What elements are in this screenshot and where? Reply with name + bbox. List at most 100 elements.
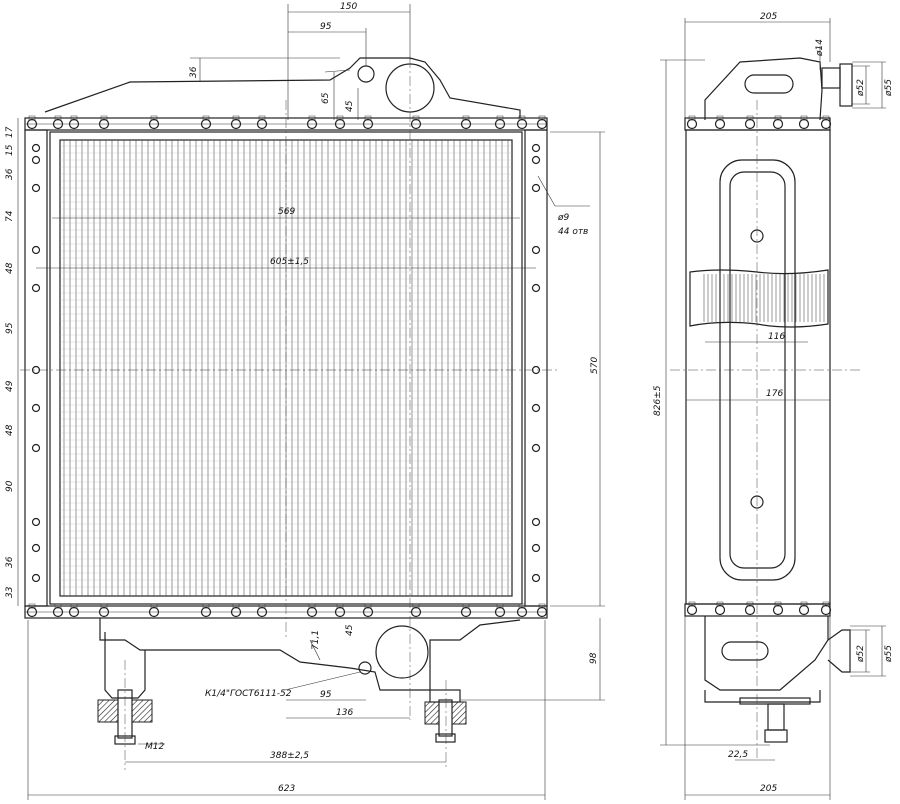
dim-65: 65: [321, 92, 331, 104]
right-stud: [438, 699, 453, 737]
dim-side-116: 116: [768, 332, 785, 342]
side-hole: [531, 143, 541, 153]
side-hole: [31, 155, 41, 165]
dim-left-48b: 48: [5, 424, 15, 436]
front-dimensions: [17, 4, 605, 800]
bolt: [494, 115, 506, 130]
bolt: [148, 603, 160, 618]
side-hole: [531, 443, 541, 453]
dim-side-205-bottom: 205: [760, 784, 777, 794]
side-top-nipple: [821, 67, 841, 89]
bolt: [98, 115, 110, 130]
dim-150: 150: [340, 2, 357, 12]
bolt: [26, 115, 38, 130]
bolt: [334, 115, 346, 130]
dim-71-1: 71,1: [311, 630, 321, 650]
drain-plug-top: [357, 65, 375, 83]
dim-left-17: 17: [5, 126, 15, 138]
bolt: [362, 603, 374, 618]
label-plug: К1/4"ГОСТ6111-52: [205, 689, 292, 699]
dim-95-bottom: 95: [320, 690, 332, 700]
dim-left-36b: 36: [5, 556, 15, 568]
side-hole: [31, 283, 41, 293]
dim-left-90: 90: [5, 480, 15, 492]
side-bottom-slot: [721, 641, 769, 661]
top-tank-outline: [44, 57, 521, 118]
side-mount-nut: [764, 729, 788, 743]
side-hole: [31, 403, 41, 413]
side-hole: [31, 443, 41, 453]
bolt: [714, 115, 726, 130]
right-rubber-pad-b: [451, 701, 467, 725]
bolt: [52, 115, 64, 130]
bolt: [256, 603, 268, 618]
dim-569: 569: [278, 207, 295, 217]
dim-388: 388±2,5: [270, 751, 309, 761]
bolt: [362, 115, 374, 130]
side-top-bolts: [686, 115, 832, 130]
bolt: [536, 603, 548, 618]
dim-left-36a: 36: [5, 168, 15, 180]
dim-side-55-top: ø55: [884, 79, 894, 97]
side-mount-plate: [739, 697, 811, 705]
side-hole: [31, 573, 41, 583]
dim-95-top: 95: [320, 22, 332, 32]
dim-136: 136: [336, 708, 353, 718]
bolt: [148, 115, 160, 130]
dim-side-52-bottom: ø52: [856, 645, 866, 663]
side-hole: [531, 245, 541, 255]
dim-45-bottom: 45: [345, 624, 355, 636]
bolt: [536, 115, 548, 130]
dim-side-22-5: 22,5: [728, 750, 748, 760]
side-top-slot: [744, 74, 794, 94]
bolt: [200, 115, 212, 130]
dim-side-14: ø14: [815, 39, 825, 57]
side-dimensions: [660, 18, 886, 800]
dimension-labels: 150 95 36 65 45 569 605±1,5 570 ø9 44 от…: [5, 2, 894, 794]
bolt: [334, 603, 346, 618]
bolt: [686, 115, 698, 130]
bolt: [200, 603, 212, 618]
bolt: [256, 115, 268, 130]
drain-plug-bottom: [358, 661, 372, 675]
dim-45-top: 45: [345, 100, 355, 112]
dim-side-205-top: 205: [760, 12, 777, 22]
dim-left-15: 15: [5, 144, 15, 156]
side-mount-stud: [767, 703, 785, 731]
bolt: [516, 603, 528, 618]
left-rubber-pad-a: [97, 699, 119, 723]
side-view: [670, 57, 860, 760]
dim-left-33: 33: [5, 586, 15, 598]
dim-side-55-bottom: ø55: [884, 645, 894, 663]
front-view: [20, 57, 560, 770]
bolt: [772, 115, 784, 130]
side-bottom-pipe: [827, 629, 851, 673]
dim-hole-9: ø9: [557, 213, 570, 223]
side-top-tank: [704, 57, 823, 121]
bolt: [798, 115, 810, 130]
bolt: [230, 603, 242, 618]
right-rubber-pad-a: [424, 701, 440, 725]
label-m12: M12: [145, 742, 164, 752]
dim-left-48a: 48: [5, 262, 15, 274]
side-hole: [31, 517, 41, 527]
side-hole: [531, 543, 541, 553]
dim-36-top: 36: [189, 66, 199, 78]
dim-left-74: 74: [5, 210, 15, 222]
bolt: [52, 603, 64, 618]
dim-570: 570: [590, 357, 600, 374]
bottom-bolts: [26, 603, 548, 618]
lower-neck: [375, 625, 429, 679]
left-rubber-pad-b: [131, 699, 153, 723]
left-side-plate: [24, 129, 48, 607]
side-hole: [531, 155, 541, 165]
dim-side-52-top: ø52: [856, 79, 866, 97]
bolt: [516, 115, 528, 130]
bottom-tank-outline: [99, 618, 521, 691]
side-hole: [531, 517, 541, 527]
bolt: [744, 115, 756, 130]
side-hole: [31, 245, 41, 255]
bolt: [98, 603, 110, 618]
bolt: [68, 115, 80, 130]
